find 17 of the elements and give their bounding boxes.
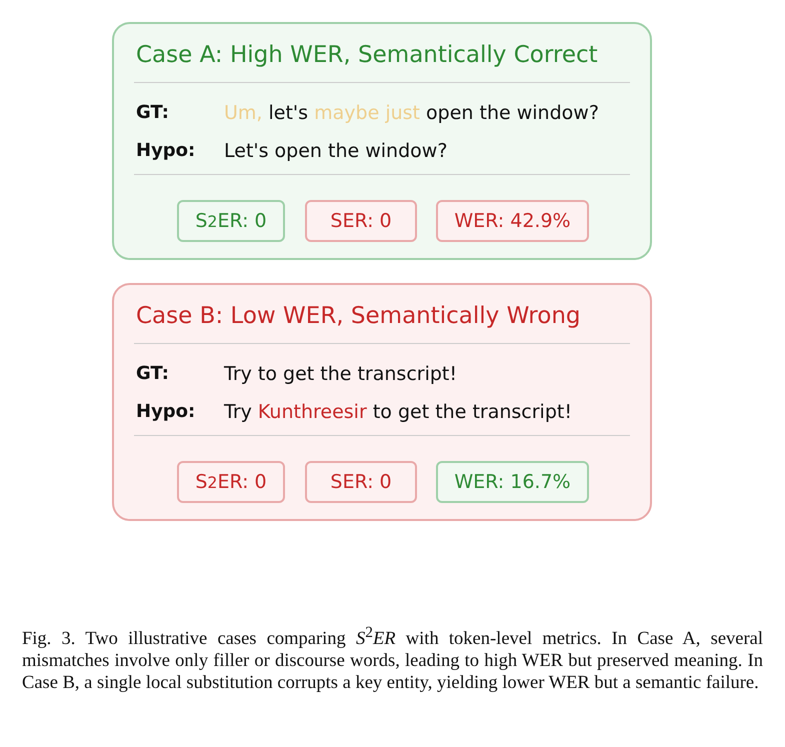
transcript-text: Try Kunthreesir to get the transcript! — [224, 401, 572, 423]
figure-caption: Fig. 3. Two illustrative cases comparing S$^{2}$ER with token-level metrics. In Case A, several mismatches involve only filler or discourse words, leading to high WER but preserved meaning. In Case B, a single local substitution corrupts a key entity, yielding lower WER but a semantic failure. — [22, 623, 763, 694]
metric-badge: WER: 42.9% — [436, 200, 589, 242]
row-label: Hypo: — [136, 140, 196, 161]
transcript-text: Um, let's maybe just open the window? — [224, 102, 599, 124]
metric-badge: SER: 0 — [305, 200, 417, 242]
row-label: GT: — [136, 102, 169, 123]
transcript-text: Let's open the window? — [224, 140, 448, 162]
transcript-text: Try to get the transcript! — [224, 363, 457, 385]
metric-badge: WER: 16.7% — [436, 461, 589, 503]
card-title: Case B: Low WER, Semantically Wrong — [136, 303, 581, 329]
card-title: Case A: High WER, Semantically Correct — [136, 42, 598, 68]
row-label: GT: — [136, 363, 169, 384]
case-card — [112, 22, 652, 260]
metric-badge: SER: 0 — [305, 461, 417, 503]
case-card — [112, 283, 652, 521]
row-label: Hypo: — [136, 401, 196, 422]
